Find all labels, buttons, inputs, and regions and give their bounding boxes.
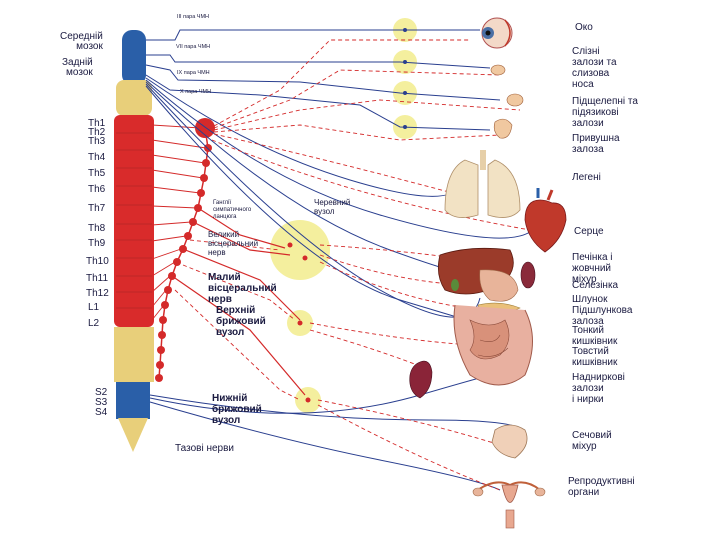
segment-th7: Th7 [88,203,106,214]
organ-label-pancreas: Підшлункова залоза [572,305,633,327]
lesser-splanchnic-label: Малий вісцеральний нерв [208,272,277,305]
segment-th8: Th8 [88,223,106,234]
heart-icon [524,188,567,253]
organ-label-heart: Серце [574,226,604,237]
organ-label-eye: Око [575,22,593,33]
organ-label-adrenal-kidneys: Надниркові залози і нирки [572,372,625,405]
submandibular-gland-icon [506,93,524,107]
organ-label-reproductive: Репродуктивні органи [568,476,635,498]
spinal-cord [114,30,154,452]
segment-th3: Th3 [88,136,106,147]
organ-label-salivary: Підщелепні та підязикові залози [572,96,638,129]
inferior-mesenteric-label: Нижній брижовий вузол [212,393,262,426]
eye-icon [481,17,513,49]
organ-label-large-intestine: Товстий кишківник [572,346,618,368]
segment-th1: Th1 [88,118,106,129]
celiac-ganglion-label: Черевний вузол [314,198,351,216]
segment-s2: S2 [95,387,108,398]
segment-s4: S4 [95,407,108,418]
gallbladder-icon [451,279,459,291]
sacral-segment [116,382,150,419]
intestines-icon [453,304,533,386]
organ-label-lacrimal: Слізні залози та слизова носа [572,46,617,90]
reproductive-organs-icon [472,481,546,529]
ganglion-dots [403,28,407,129]
superior-mesenteric-label: Верхній брижовий вузол [216,305,266,338]
brain-stem-segment [122,30,146,85]
organ-label-liver: Печінка і жовчний міхур [572,252,613,285]
spleen-icon [520,261,536,289]
organ-label-parotid: Привушна залоза [572,133,620,155]
lungs-icon [444,150,521,218]
greater-splanchnic-label: Великий вісцеральний нерв [208,230,259,257]
conus-segment [118,418,148,452]
cranial-nerve-3: ІІІ пара ЧМН [177,14,210,20]
lacrimal-gland-icon [490,64,506,76]
organ-label-stomach: Шлунок [572,294,608,305]
bladder-icon [491,424,528,459]
cranial-nerve-9: ІХ пара ЧМН [177,70,210,76]
thoracolumbar-segment [114,115,154,327]
segment-l2: L2 [88,318,100,329]
cranial-nerve-10: Х пара ЧМН [180,89,212,95]
spinal-to-chain [151,124,207,321]
sympathetic-chain-label: Ганглії симпатичного ланцюга [213,200,252,220]
segment-th10: Th10 [86,256,109,267]
organ-label-bladder: Сечовий міхур [572,430,612,452]
celiac-ganglion-halo [270,220,330,280]
sympathetic-chain [155,118,215,382]
splanchnic-nerves [171,207,306,396]
segment-th2: Th2 [88,127,106,138]
midbrain-label: Середній мозок [60,31,103,52]
organ-label-small-intestine: Тонкий кишківник [572,325,618,347]
segment-th6: Th6 [88,184,106,195]
sympathetic-postganglionic [174,39,531,491]
kidney-icon [409,360,433,399]
segment-th4: Th4 [88,152,106,163]
segment-l1: L1 [88,302,100,313]
lumbar-segment [114,327,154,382]
cervical-segment [116,80,152,116]
organ-label-lungs: Легені [572,172,601,183]
parotid-gland-icon [493,118,513,139]
pelvic-nerves-label: Тазові нерви [175,443,234,454]
segment-th5: Th5 [88,168,106,179]
segment-th12: Th12 [86,288,109,299]
organ-label-spleen: Селезінка [572,280,619,291]
cranial-nerve-7: VІІ пара ЧМН [176,44,211,50]
celiac-dots [287,242,311,403]
organs [409,17,567,529]
hindbrain-label: Задній мозок [62,57,93,78]
segment-th11: Th11 [86,273,109,284]
stomach-icon [479,269,519,302]
segment-s3: S3 [95,397,108,408]
segment-th9: Th9 [88,238,106,249]
